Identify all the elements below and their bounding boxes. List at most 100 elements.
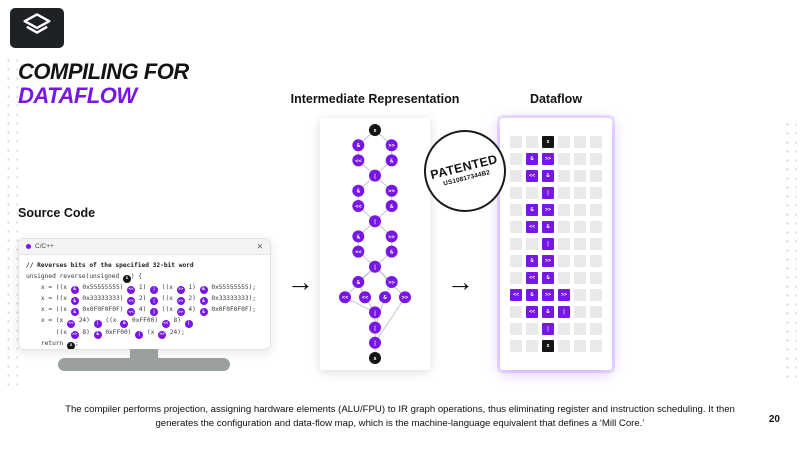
ir-node-op [369,215,381,228]
ir-heading: Intermediate Representation [290,92,460,106]
dataflow-cell-empty [558,272,570,284]
dataflow-cell-empty [590,153,602,165]
ir-graph-svg: x&>><<&|&>><<&|&>><<&|&>><<<<&>>|||x [339,124,411,364]
dataflow-cell-empty [510,306,522,318]
code-text: (x [143,328,159,336]
dataflow-cell-empty [510,221,522,233]
operator-badge: & [199,286,208,295]
ir-node-op [385,230,398,243]
code-text: x = ((x [26,283,71,291]
dataflow-cell-empty [574,170,586,182]
dataflow-cell-empty [510,323,522,335]
language-label: C/C++ [35,243,54,250]
dataflow-cell-empty [574,289,586,301]
ir-node-label: & [390,250,394,256]
dataflow-cell-empty [510,170,522,182]
ir-node-label: x [373,128,377,134]
dataflow-cell-empty [590,272,602,284]
code-text: 0x55555555) [78,283,128,291]
dataflow-cell-op: & [526,204,538,216]
ir-node-op [369,306,381,319]
dataflow-cell-op: >> [542,204,554,216]
dataflow-cell-empty [526,323,538,335]
ir-node-op [352,139,365,152]
ir-node-op [352,200,365,212]
dataflow-cell-empty [558,238,570,250]
ir-node-op [385,139,398,152]
dataflow-cell-empty [558,204,570,216]
dataflow-cell-x: x [542,136,554,148]
title-line-1: COMPILING FOR [18,59,189,84]
dataflow-cell-empty [590,323,602,335]
dataflow-cell-empty [526,136,538,148]
ir-node-label: << [355,204,362,210]
ir-node-label: << [362,295,369,301]
dataflow-cell-empty [510,153,522,165]
page-title: COMPILING FOR DATAFLOW [18,59,189,108]
source-code-heading: Source Code [18,206,96,220]
variable-badge: x [122,274,131,283]
dataflow-cell-empty [510,204,522,216]
ir-node-op [339,291,351,304]
operator-badge: >> [176,297,185,306]
ir-edge [374,296,406,344]
code-text: 1) [135,283,151,291]
dataflow-cell-empty [558,187,570,199]
operator-badge: | [93,319,102,328]
dataflow-cell-empty [558,323,570,335]
dataflow-cell-empty [558,221,570,233]
close-icon[interactable]: ✕ [256,241,263,251]
variable-badge: x [66,342,75,349]
code-line: ((x >> 8) & 0xFF00) | (x >> 24); [26,328,263,339]
dataflow-cell-op: << [526,306,538,318]
ir-node-op [385,200,398,212]
dataflow-cell-empty [558,340,570,352]
ir-node-label: >> [402,295,409,301]
code-text: ((x [158,283,177,291]
ir-node-label: & [357,234,361,240]
ir-node-label: >> [388,280,395,286]
dataflow-cell-empty [590,306,602,318]
code-line: x = ((x & 0x33333333) << 2) | ((x >> 2) … [26,294,263,306]
arrow-ir-to-dataflow: → [447,267,474,297]
dataflow-cell-empty [590,238,602,250]
dataflow-cell-op: | [542,323,554,335]
ir-node-label: & [357,280,361,286]
dataflow-cell-empty [510,272,522,284]
code-text: x = ((x [26,295,71,303]
dataflow-cell-empty [558,153,570,165]
ir-node-op [352,245,365,258]
ir-node-x [369,124,381,136]
code-line: // Reverses bits of the specified 32-bit… [26,261,263,272]
dataflow-cell-empty [574,272,586,284]
dataflow-cell-empty [510,340,522,352]
ir-node-label: >> [388,143,395,149]
ir-node-op [379,291,391,304]
operator-badge: & [120,319,129,328]
code-text: return [26,339,67,347]
dataflow-cell-op: >> [542,255,554,267]
dataflow-cell-empty [590,340,602,352]
code-text: 0x33333333) [78,295,128,303]
footer-caption: The compiler performs projection, assign… [65,404,735,429]
ir-node-label: | [373,265,376,271]
dataflow-cell-empty [574,255,586,267]
code-text: unsigned reverse(unsigned [26,272,123,280]
ir-node-label: >> [388,234,395,240]
ir-node-op [369,169,381,182]
dataflow-cell-empty [526,340,538,352]
code-text: 0xFF00) [101,328,136,336]
ir-node-op [352,230,365,243]
dataflow-cell-op: & [542,272,554,284]
ir-node-op [359,291,371,304]
ir-node-op [352,184,365,197]
code-text: 0x33333333); [207,295,257,303]
dataflow-cell-op: & [526,255,538,267]
dataflow-cell-empty [574,136,586,148]
code-text: 2) [184,295,200,303]
operator-badge: | [150,308,159,317]
dataflow-cell-empty [590,221,602,233]
operator-badge: << [127,297,136,306]
code-text: 0xFF00) [128,317,162,325]
ir-node-label: | [373,341,376,347]
